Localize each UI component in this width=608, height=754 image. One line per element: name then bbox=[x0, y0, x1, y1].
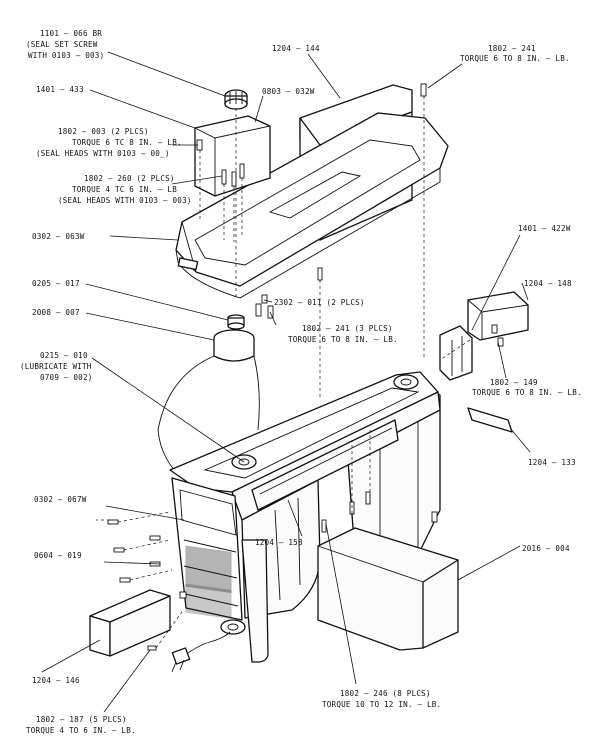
label-1802-003-note: (SEAL HEADS WITH 0103 – 00_) bbox=[36, 149, 170, 158]
clip-1204-148 bbox=[467, 291, 529, 341]
label-1802-187-torque: TORQUE 4 TO 6 IN. – LB. bbox=[26, 726, 136, 735]
label-1101-066br-note-b: WITH 0103 – 003) bbox=[28, 51, 104, 60]
leader-lines bbox=[41, 51, 531, 713]
assembly-lines bbox=[96, 96, 471, 649]
label-1101-066br-note-a: (SEAL SET SCREW bbox=[26, 40, 98, 49]
label-2016-004: 2016 – 004 bbox=[522, 544, 570, 553]
label-1204-146: 1204 – 146 bbox=[32, 676, 80, 685]
label-1101-066br: 1101 – 066 BR bbox=[40, 29, 102, 38]
label-1802-187: 1802 – 187 (5 PLCS) bbox=[36, 715, 127, 724]
cord-plug bbox=[171, 631, 231, 673]
belt-cover-1204-158 bbox=[251, 419, 399, 511]
bracket-1401-422w bbox=[439, 325, 473, 381]
label-1802-246-torque: TORQUE 10 TO 12 IN. – LB. bbox=[322, 700, 441, 709]
guard-strip-1204-133 bbox=[467, 407, 513, 433]
label-1802-149-torque: TORQUE 6 TO 8 IN. – LB. bbox=[472, 388, 582, 397]
label-0302-067w: 0302 – 067W bbox=[34, 495, 87, 504]
label-1204-158: 1204 – 158 bbox=[255, 538, 303, 547]
callout-labels: 1101 – 066 BR (SEAL SET SCREW WITH 0103 … bbox=[20, 29, 582, 735]
label-0205-017: 0205 – 017 bbox=[32, 279, 80, 288]
label-1802-241-3: 1802 – 241 (3 PLCS) bbox=[302, 324, 393, 333]
label-1802-246: 1802 – 246 (8 PLCS) bbox=[340, 689, 431, 698]
front-panel-1204-146 bbox=[89, 589, 171, 657]
label-1204-148: 1204 – 148 bbox=[524, 279, 572, 288]
top-cover-0302-063w bbox=[175, 112, 449, 299]
label-1802-003-torque: TORQUE 6 TC 8 IN. – LB. bbox=[72, 138, 182, 147]
label-0604-019: 0604 – 019 bbox=[34, 551, 82, 560]
label-1204-144: 1204 – 144 bbox=[272, 44, 320, 53]
label-1401-433: 1401 – 433 bbox=[36, 85, 84, 94]
front-frame-0302-067w bbox=[171, 477, 243, 621]
label-1802-260-note: (SEAL HEADS WITH 0103 – 003) bbox=[58, 196, 192, 205]
small-cap-1401-433 bbox=[194, 115, 271, 197]
label-0215-010-note-a: (LUBRICATE WITH bbox=[20, 362, 92, 371]
label-2302-011: 2302 – 011 (2 PLCS) bbox=[274, 298, 365, 307]
label-1401-422w: 1401 – 422W bbox=[518, 224, 571, 233]
label-1802-260-torque: TORQUE 4 TC 6 IN. – LB bbox=[72, 185, 177, 194]
bearing-0205-017 bbox=[227, 314, 245, 330]
label-1802-149: 1802 – 149 bbox=[490, 378, 538, 387]
label-0215-010: 0215 – 010 bbox=[40, 351, 88, 360]
base-plate-2016-004 bbox=[317, 527, 459, 651]
label-0302-063w: 0302 – 063W bbox=[32, 232, 85, 241]
label-0215-010-note-b: 0709 – 002) bbox=[40, 373, 93, 382]
label-0803-032w: 0803 – 032W bbox=[262, 87, 315, 96]
label-1802-003: 1802 – 003 (2 PLCS) bbox=[58, 127, 149, 136]
label-1802-241-top: 1802 – 241 bbox=[488, 44, 536, 53]
label-1802-241-top-torque: TORQUE 6 TO 8 IN. – LB. bbox=[460, 54, 570, 63]
label-1802-241-3-torque: TORQUE 6 TO 8 IN. – LB. bbox=[288, 335, 398, 344]
label-1204-133: 1204 – 133 bbox=[528, 458, 576, 467]
reservoir-bottle-2008-007 bbox=[157, 329, 260, 496]
seal-set-screw-knob bbox=[224, 89, 248, 110]
label-1802-260: 1802 – 260 (2 PLCS) bbox=[84, 174, 175, 183]
label-2008-007: 2008 – 007 bbox=[32, 308, 80, 317]
